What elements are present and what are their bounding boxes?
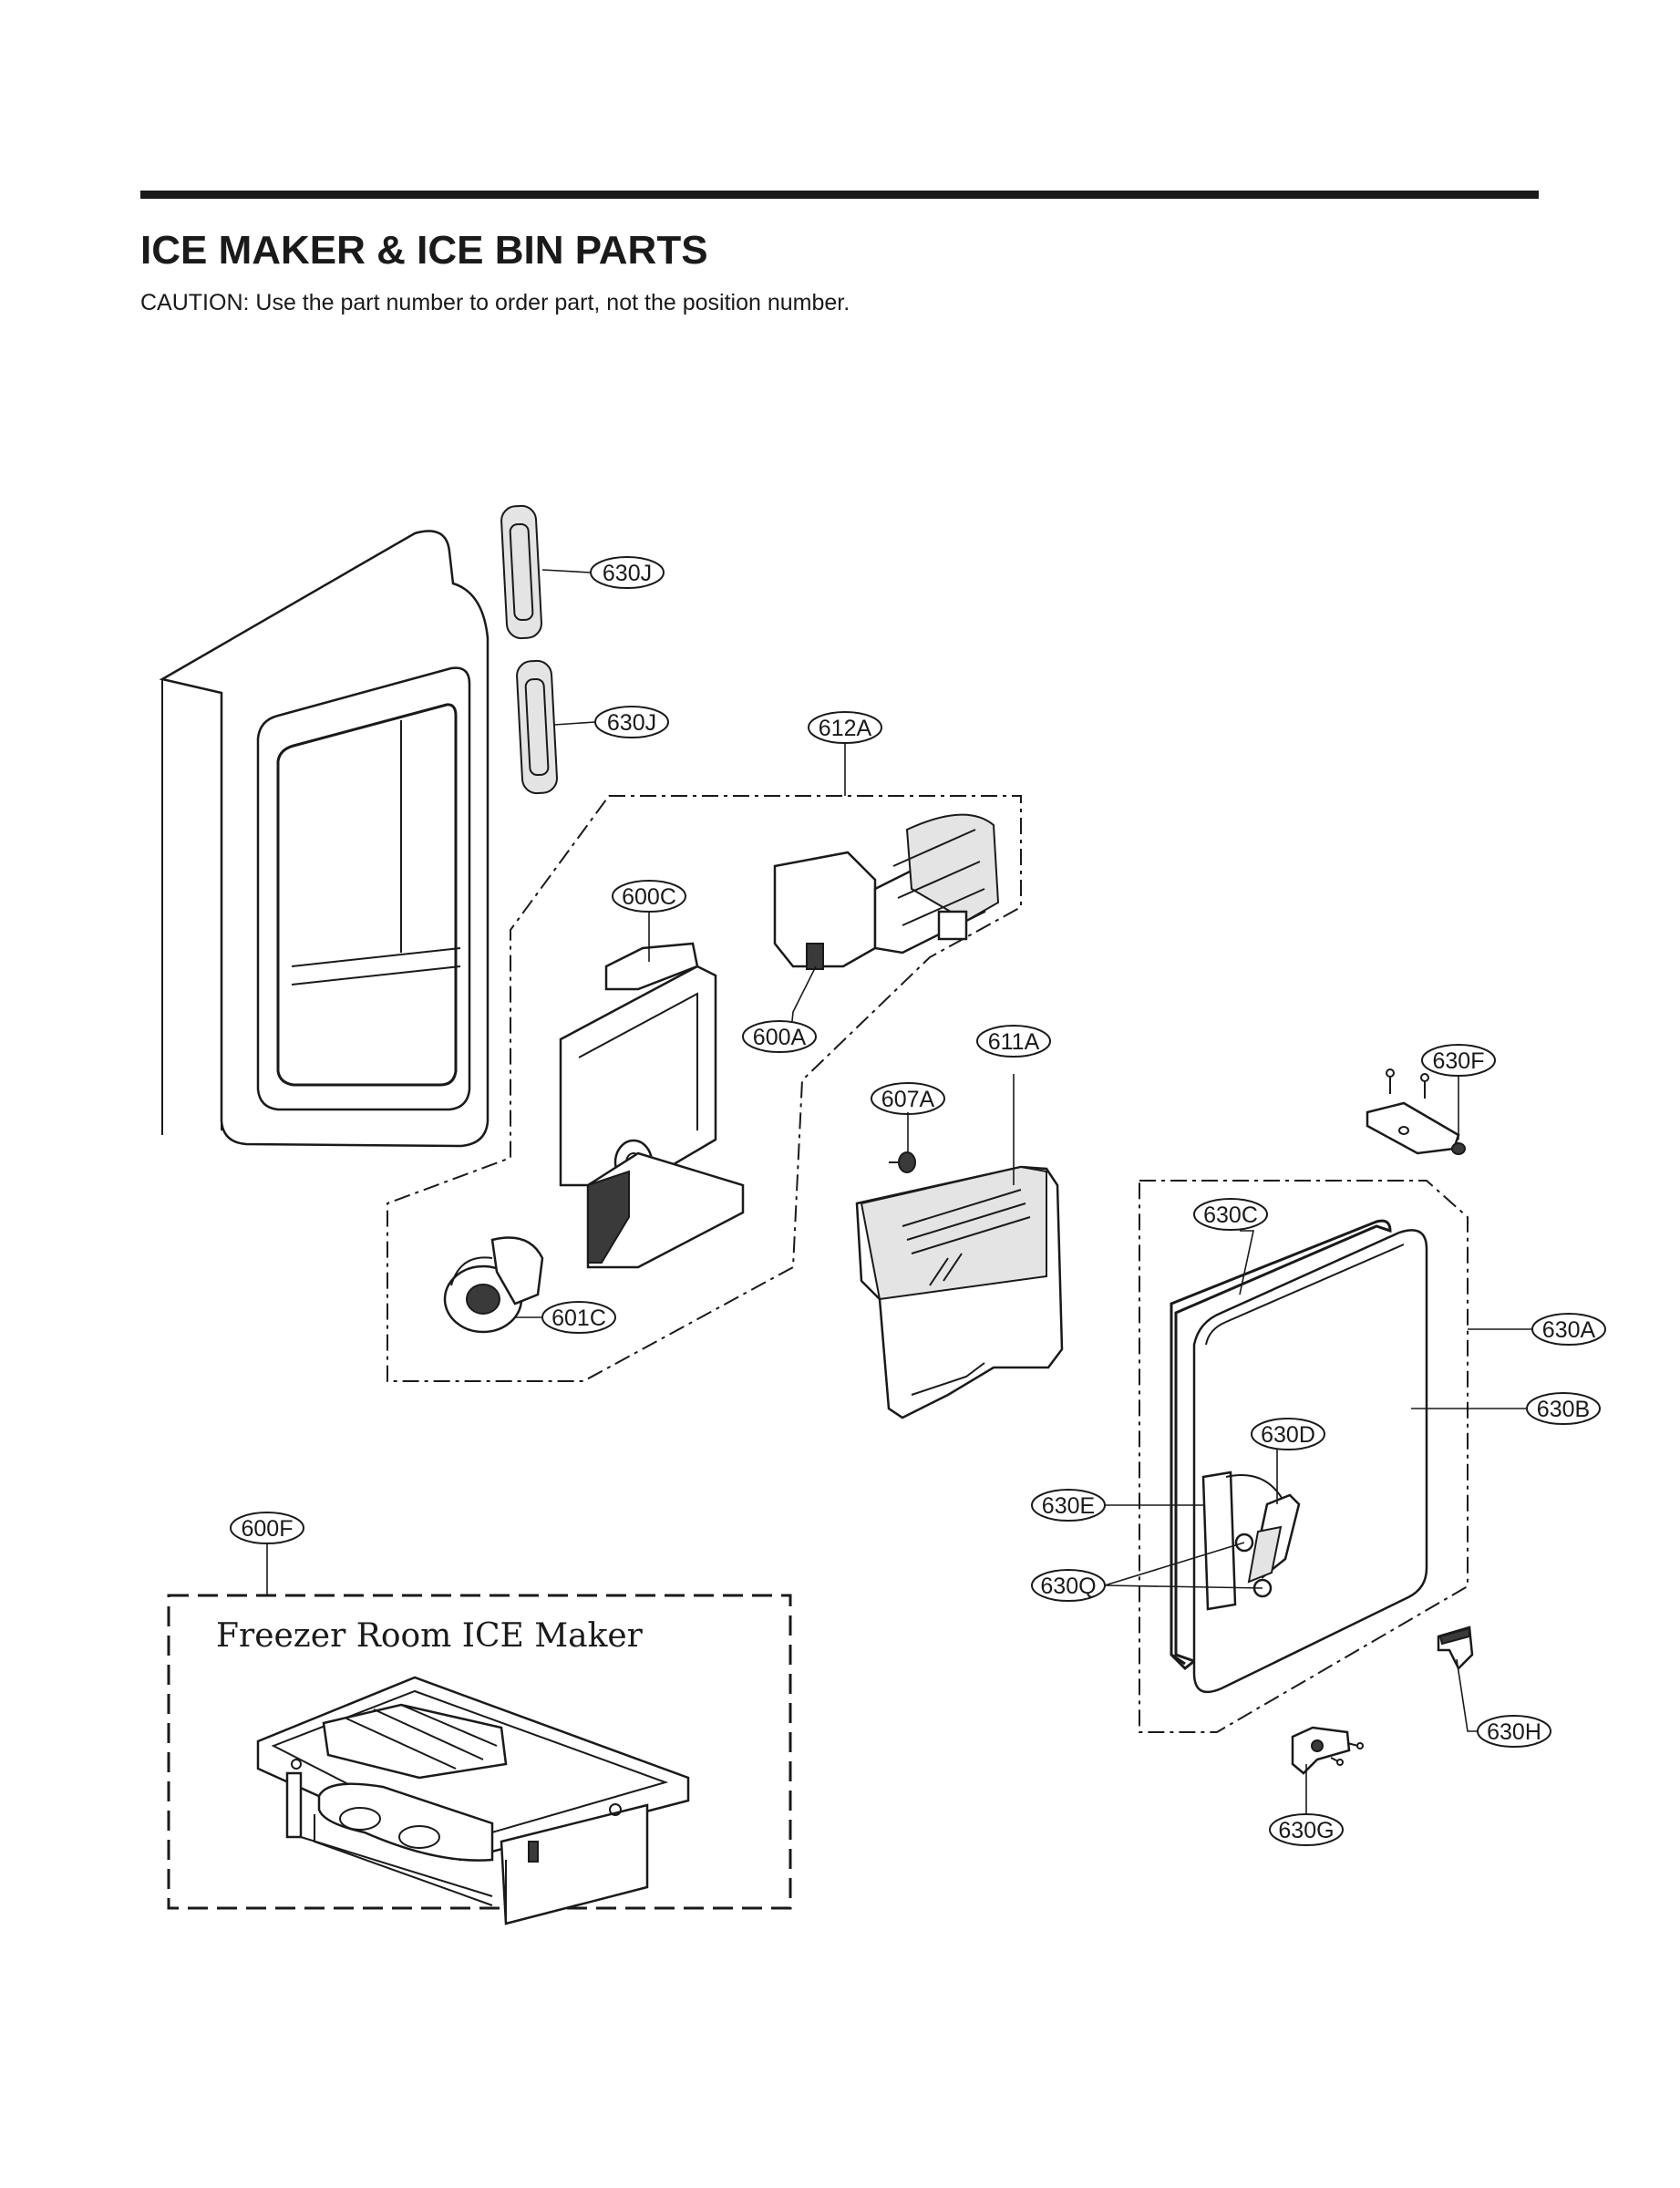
callout-607a: 607A (871, 1082, 945, 1115)
part-630g-bracket (1291, 1726, 1364, 1775)
part-630f-hinge (1366, 1068, 1466, 1155)
caution-note: CAUTION: Use the part number to order pa… (140, 290, 850, 315)
callout-600f: 600F (230, 1512, 304, 1544)
callout-630q: 630Q (1031, 1569, 1106, 1602)
svg-text:612A: 612A (819, 716, 872, 741)
part-600f-freezer-ice-maker (256, 1676, 690, 1925)
section-label-freezer-room: Freezer Room ICE Maker (216, 1617, 644, 1655)
top-rule (140, 191, 1539, 199)
svg-text:601C: 601C (551, 1306, 606, 1331)
callout-600a: 600A (742, 1020, 817, 1053)
callout-612a: 612A (808, 711, 882, 744)
part-600a-ice-maker (773, 813, 1000, 970)
assembly-boundary-612a (387, 795, 1022, 1382)
callout-630c: 630C (1193, 1198, 1268, 1231)
part-630j-lower (516, 659, 558, 795)
svg-text:630Q: 630Q (1040, 1574, 1096, 1599)
callout-630h: 630H (1477, 1715, 1551, 1748)
svg-text:630D: 630D (1261, 1422, 1315, 1448)
svg-text:600F: 600F (242, 1516, 294, 1542)
part-630j-upper (500, 504, 542, 640)
part-630d-lever (1247, 1493, 1301, 1584)
door-liner (159, 530, 490, 1148)
leader-lines (266, 569, 1532, 1814)
svg-text:630B: 630B (1537, 1397, 1590, 1422)
part-630b-door (1192, 1229, 1428, 1694)
part-611a-cover (855, 1165, 1064, 1419)
callout-601c: 601C (541, 1301, 616, 1334)
callout-630b: 630B (1526, 1392, 1601, 1425)
page-title: ICE MAKER & ICE BIN PARTS (140, 228, 708, 273)
callout-630j-upper: 630J (590, 556, 665, 589)
svg-text:630C: 630C (1203, 1202, 1258, 1228)
part-630h-catch (1437, 1626, 1474, 1671)
part-600c-bracket (559, 942, 745, 1269)
svg-text:630A: 630A (1542, 1317, 1596, 1343)
svg-text:630J: 630J (607, 710, 656, 736)
callout-630j-lower: 630J (594, 706, 669, 738)
part-607a-screw (889, 1151, 916, 1173)
svg-text:600A: 600A (753, 1025, 807, 1050)
part-630e-frame (1201, 1471, 1286, 1611)
svg-text:630J: 630J (603, 561, 652, 586)
svg-text:607A: 607A (881, 1087, 935, 1112)
callout-630g: 630G (1269, 1813, 1344, 1846)
callout-600c: 600C (612, 880, 686, 913)
svg-text:611A: 611A (988, 1029, 1040, 1055)
callout-630a: 630A (1531, 1313, 1606, 1346)
svg-text:600C: 600C (622, 884, 676, 910)
callout-630f: 630F (1421, 1044, 1496, 1077)
svg-text:630E: 630E (1042, 1493, 1095, 1519)
part-601c-gear (443, 1236, 544, 1334)
svg-text:630H: 630H (1487, 1719, 1541, 1745)
svg-text:630G: 630G (1278, 1818, 1334, 1843)
callout-630d: 630D (1251, 1418, 1325, 1450)
assembly-boundary-630a (1139, 1180, 1469, 1733)
svg-text:630F: 630F (1433, 1048, 1485, 1074)
freezer-room-box (167, 1594, 792, 1910)
callout-630e: 630E (1031, 1489, 1106, 1522)
callout-611a: 611A (976, 1025, 1051, 1058)
